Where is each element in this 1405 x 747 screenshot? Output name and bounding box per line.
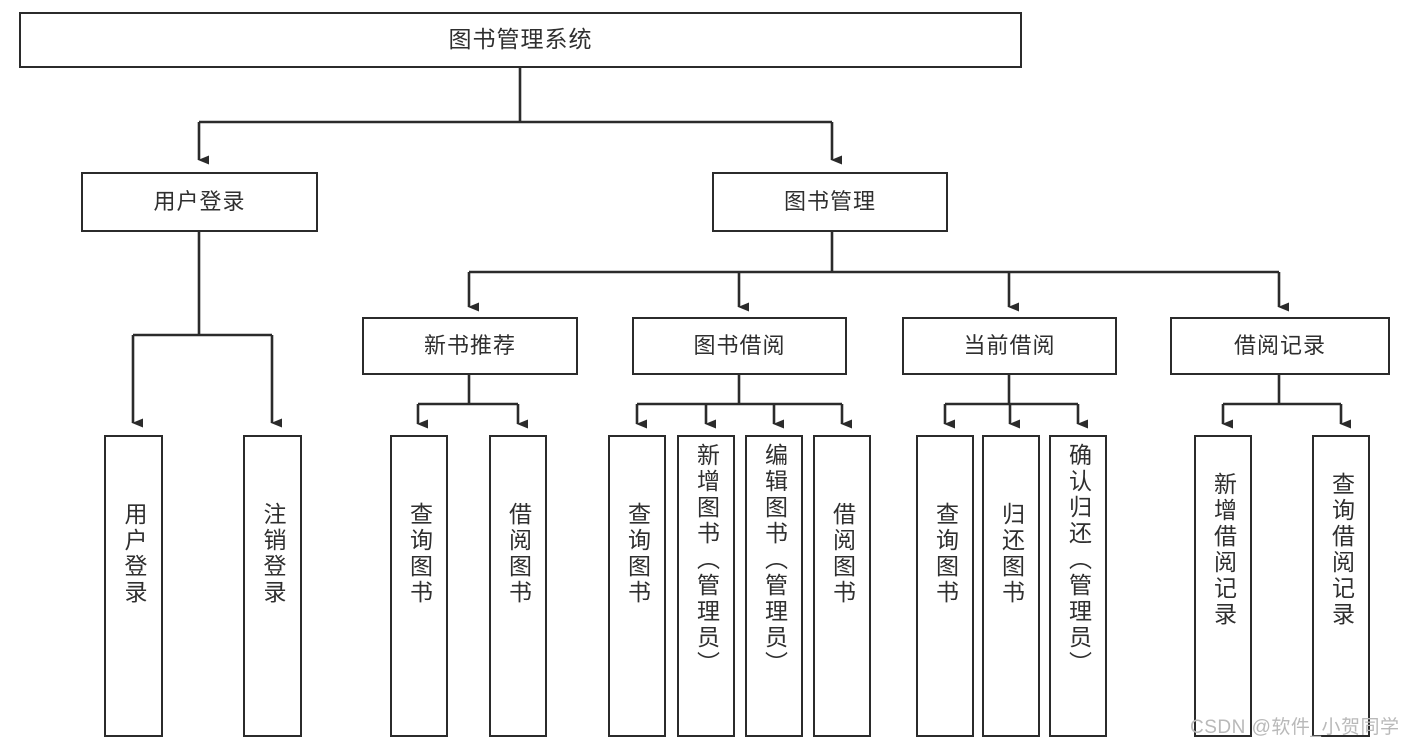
node-label: 注销登录	[260, 502, 286, 606]
node-label: 新增借阅记录	[1210, 472, 1237, 628]
node-leaf-confirm-return[interactable]: 确认归还（管理员）	[1049, 435, 1107, 737]
node-user-login[interactable]: 用户登录	[81, 172, 318, 232]
node-leaf-query-record[interactable]: 查询借阅记录	[1312, 435, 1370, 737]
node-label: 查询借阅记录	[1328, 472, 1355, 628]
node-label: 新书推荐	[423, 333, 516, 359]
node-leaf-user-login[interactable]: 用户登录	[104, 435, 163, 737]
node-current-borrow[interactable]: 当前借阅	[902, 317, 1117, 375]
node-leaf-return-book[interactable]: 归还图书	[982, 435, 1040, 737]
node-leaf-add-record[interactable]: 新增借阅记录	[1194, 435, 1252, 737]
node-label: 编辑图书（管理员）	[761, 443, 788, 677]
node-label: 查询图书	[624, 502, 651, 606]
node-label: 用户登录	[153, 189, 246, 215]
node-leaf-edit-book[interactable]: 编辑图书（管理员）	[745, 435, 803, 737]
node-label: 图书管理	[783, 189, 876, 215]
node-leaf-add-book[interactable]: 新增图书（管理员）	[677, 435, 735, 737]
node-label: 借阅图书	[505, 502, 532, 606]
node-book-borrow[interactable]: 图书借阅	[632, 317, 847, 375]
watermark-text: CSDN @软件_小贺同学	[1190, 717, 1400, 738]
node-label: 图书借阅	[693, 333, 786, 359]
node-leaf-borrow-book-2[interactable]: 借阅图书	[813, 435, 871, 737]
node-leaf-query-book-1[interactable]: 查询图书	[390, 435, 448, 737]
node-leaf-query-book-2[interactable]: 查询图书	[608, 435, 666, 737]
node-label: 图书管理系统	[448, 26, 593, 53]
node-leaf-logout[interactable]: 注销登录	[243, 435, 302, 737]
node-label: 归还图书	[998, 502, 1025, 606]
node-book-manage[interactable]: 图书管理	[712, 172, 948, 232]
node-label: 借阅记录	[1233, 333, 1326, 359]
node-root-system[interactable]: 图书管理系统	[19, 12, 1022, 68]
node-label: 查询图书	[932, 502, 959, 606]
node-new-book-recommend[interactable]: 新书推荐	[362, 317, 578, 375]
node-label: 当前借阅	[963, 333, 1056, 359]
node-label: 新增图书（管理员）	[693, 443, 720, 677]
node-label: 借阅图书	[829, 502, 856, 606]
node-leaf-borrow-book-1[interactable]: 借阅图书	[489, 435, 547, 737]
node-label: 查询图书	[406, 502, 433, 606]
node-leaf-query-book-3[interactable]: 查询图书	[916, 435, 974, 737]
node-borrow-record[interactable]: 借阅记录	[1170, 317, 1390, 375]
node-label: 确认归还（管理员）	[1065, 443, 1092, 677]
node-label: 用户登录	[121, 502, 147, 606]
